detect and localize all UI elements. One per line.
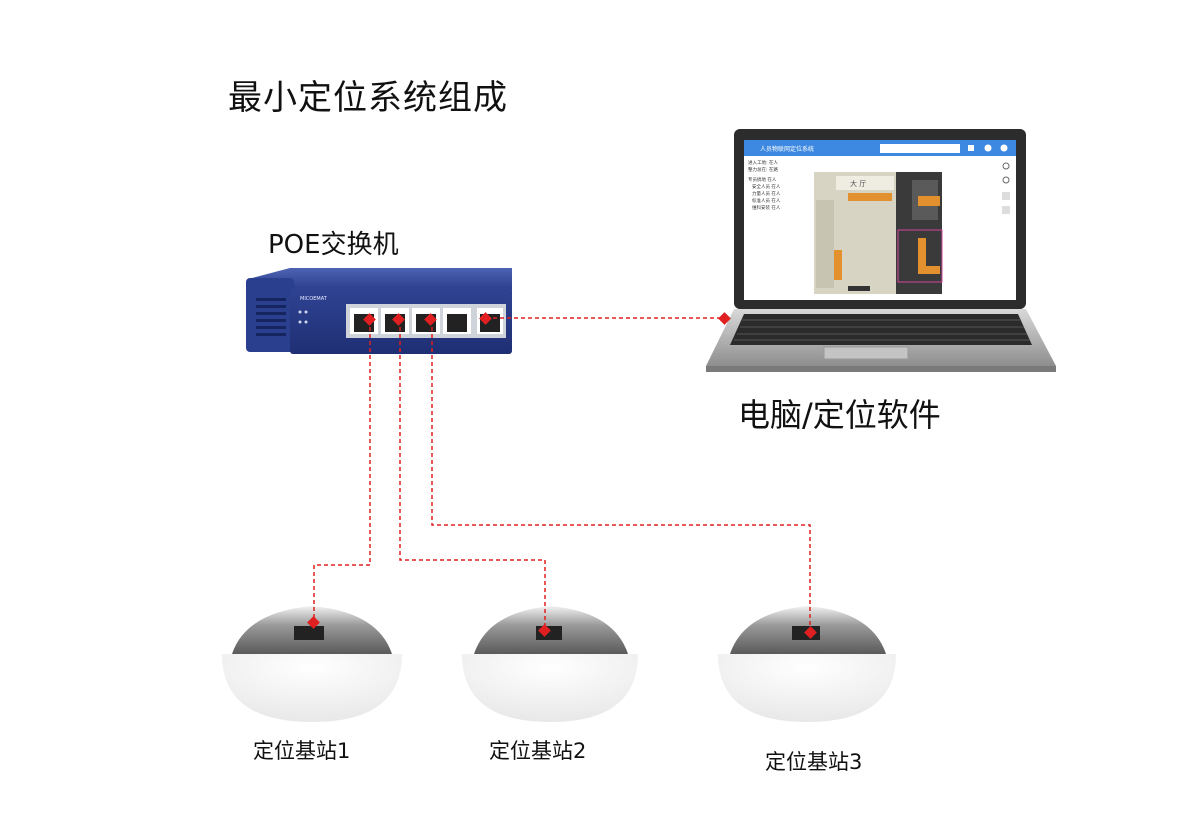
- software-title: 人员物联网定位系统: [760, 145, 814, 153]
- svg-text:力量人员 在人: 力量人员 在人: [752, 190, 781, 197]
- switch-port-4: [443, 308, 471, 334]
- link-switch-to-station-1: [313, 320, 371, 622]
- connector-uplink: [479, 312, 492, 325]
- switch-label: POE交换机: [268, 230, 399, 260]
- station-1-label: 定位基站1: [253, 739, 351, 763]
- svg-text:标准人员 在人: 标准人员 在人: [752, 197, 781, 204]
- link-switch-to-station-3: [431, 320, 811, 632]
- switch-brand: MICOEMAT: [300, 296, 328, 302]
- base-station-2: [462, 606, 638, 722]
- connector-port-2: [392, 313, 405, 326]
- laptop: 人员物联网定位系统 进入工地: 在人 整力总在: 在路 专员搞地 在人 安全人员…: [706, 129, 1056, 372]
- svg-text:整力总在: 在路: 整力总在: 在路: [748, 166, 778, 173]
- svg-text:大 厅: 大 厅: [850, 179, 866, 188]
- software-sidebar: 进入工地: 在人 整力总在: 在路 专员搞地 在人 安全人员 在人 力量人员 在…: [748, 159, 781, 211]
- svg-text:进入工地: 在人: 进入工地: 在人: [748, 159, 778, 166]
- station-3-label: 定位基站3: [765, 750, 863, 774]
- connector-port-3: [424, 313, 437, 326]
- map-zoom-controls: [1002, 162, 1010, 214]
- link-switch-to-station-2: [399, 320, 546, 630]
- base-station-3: [718, 606, 896, 722]
- diagram-title: 最小定位系统组成: [228, 78, 508, 118]
- computer-label: 电脑/定位软件: [738, 396, 941, 434]
- poe-switch: MICOEMAT: [246, 268, 512, 354]
- connector-port-1: [363, 313, 376, 326]
- base-station-1: [222, 606, 402, 722]
- switch-uplink-port: [477, 308, 503, 334]
- svg-text:维科安装 在人: 维科安装 在人: [752, 204, 781, 211]
- software-map: 大 厅: [814, 172, 943, 294]
- station-2-label: 定位基站2: [489, 739, 587, 763]
- svg-text:安全人员 在人: 安全人员 在人: [752, 183, 781, 190]
- svg-text:专员搞地 在人: 专员搞地 在人: [748, 176, 777, 183]
